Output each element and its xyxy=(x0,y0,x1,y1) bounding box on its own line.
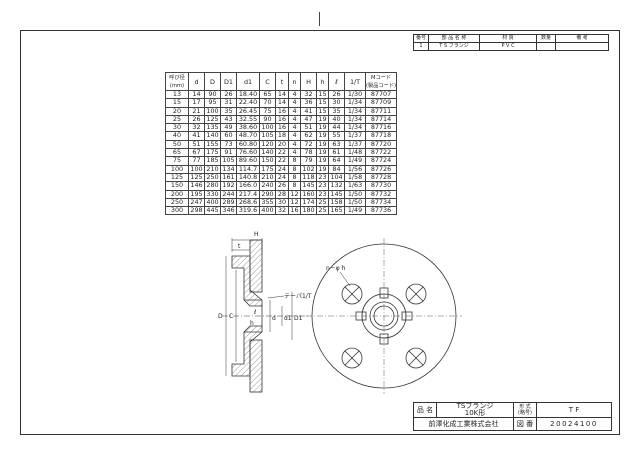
bolt-holes xyxy=(341,283,427,369)
upper-flange-section xyxy=(249,239,263,293)
dimension-cell: 87728 xyxy=(365,172,397,183)
drawing-number: 20024100 xyxy=(536,417,612,431)
center-mark xyxy=(319,12,320,26)
label-taper: テーパ1/T xyxy=(284,293,312,300)
lower-hub-section xyxy=(231,325,263,377)
parts-list: 番号 部 品 名 称 材 質 数量 備 考 1 T S フランジ P V C xyxy=(412,34,610,51)
dimension-cell: 87734 xyxy=(365,197,397,208)
label-d: d xyxy=(272,315,276,322)
lower-flange-section xyxy=(249,339,263,393)
dimension-cell: 87716 xyxy=(365,123,397,133)
dimension-cell: 87707 xyxy=(365,89,397,100)
parts-cell: 1 xyxy=(412,42,430,51)
dimension-cell: 87714 xyxy=(365,114,397,125)
label-t: t xyxy=(238,243,241,250)
parts-list-row: 1 T S フランジ P V C xyxy=(412,42,610,51)
dimension-cell: 87720 xyxy=(365,139,397,150)
label-C: C xyxy=(229,313,233,320)
dimension-cell: 87722 xyxy=(365,148,397,158)
drawing-no-label: 図 番 xyxy=(513,417,537,431)
drawing-frame xyxy=(20,30,620,435)
type-label: 形 式 (略号) xyxy=(513,402,537,418)
type-value: T F xyxy=(536,402,612,418)
dimension-cell: 87726 xyxy=(365,164,397,174)
label-holes: n－φ h xyxy=(326,265,346,272)
dimension-cell: 87736 xyxy=(365,206,397,216)
title-block: 品 名 TSフランジ 10K形 形 式 (略号) T F 前澤化成工業株式会社 … xyxy=(413,402,612,431)
dimension-header-cell: Mコード (製品コード) xyxy=(365,72,397,91)
label-D1: D1 xyxy=(294,315,303,322)
dimension-cell: 87724 xyxy=(365,156,397,166)
dimension-cell: 87718 xyxy=(365,131,397,141)
side-view xyxy=(222,238,310,393)
label-l: ℓ xyxy=(253,309,256,316)
dimension-cell: 87711 xyxy=(365,106,397,116)
name-label: 品 名 xyxy=(413,402,437,418)
label-D: D xyxy=(218,313,223,320)
company-name: 前澤化成工業株式会社 xyxy=(413,417,514,431)
front-view xyxy=(306,238,462,394)
label-h: h xyxy=(250,320,254,327)
label-d1: d1 xyxy=(284,315,292,322)
dimension-cell: 87732 xyxy=(365,189,397,199)
dimension-cell: 87709 xyxy=(365,98,397,108)
dimension-cell: 87730 xyxy=(365,181,397,191)
label-H: H xyxy=(254,231,259,238)
parts-cell xyxy=(555,42,610,51)
product-name: TSフランジ 10K形 xyxy=(436,402,514,418)
